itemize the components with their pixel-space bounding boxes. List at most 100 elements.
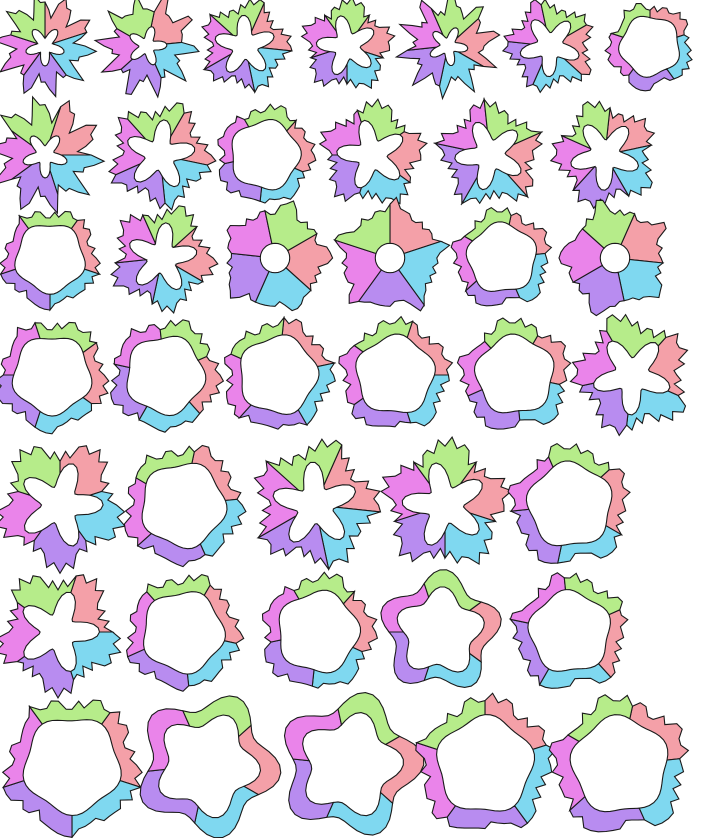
polyform-piece-cyan [406, 374, 450, 427]
polyform-piece-green [563, 572, 624, 616]
polyform-piece-green [581, 199, 636, 249]
polyform-piece-pink [599, 468, 631, 537]
polyform-piece-purple [508, 618, 550, 687]
polyform-piece-purple [110, 259, 160, 305]
polyform-piece-magenta [146, 708, 191, 772]
polyform-piece-green [265, 438, 343, 492]
polyform-piece-purple [446, 805, 529, 830]
polyform-piece-green [243, 103, 298, 132]
polyform-piece-magenta [548, 734, 586, 813]
polyform-piece-green [0, 95, 62, 147]
polyform-piece-cyan [513, 744, 557, 825]
polyform-piece-pink [238, 724, 282, 796]
ring-figure [126, 573, 245, 692]
ring-figure [508, 572, 629, 689]
polyform-piece-purple [136, 532, 206, 568]
ring-figure [338, 315, 454, 428]
ring-figure [456, 317, 572, 430]
polyform-piece-magenta [338, 344, 364, 406]
polyform-piece-green [146, 573, 211, 602]
polyform-piece-green [463, 206, 512, 242]
polyform-piece-pink [188, 355, 225, 415]
polyform-piece-purple [578, 382, 629, 437]
polyform-piece-magenta [0, 321, 41, 376]
ring-figure [110, 205, 219, 314]
polyform-piece-green [430, 0, 485, 39]
polyform-piece-magenta [509, 572, 567, 624]
polyform-piece-pink [406, 320, 454, 376]
polyform-piece-cyan [311, 646, 366, 689]
polyform-piece-cyan [34, 396, 93, 435]
ring-figure [548, 694, 690, 833]
polyform-piece-purple [218, 161, 263, 203]
polyform-piece-pink [342, 589, 379, 653]
polyform-piece-cyan [346, 51, 384, 90]
ring-figure [93, 0, 200, 99]
polyform-piece-magenta [318, 109, 362, 156]
ring-figure [394, 0, 501, 101]
ring-figure [0, 0, 98, 98]
polyform-piece-cyan [186, 640, 241, 687]
ring-figure [501, 0, 594, 94]
ring-figure [0, 210, 102, 312]
polyform-piece-cyan [556, 524, 623, 564]
polyform-piece-purple [467, 388, 521, 430]
polyform-piece-magenta [398, 0, 444, 51]
ring-figure [569, 313, 689, 437]
polyform-piece-purple [465, 279, 521, 307]
polyform-piece-cyan [665, 34, 693, 80]
ring-figure [0, 574, 122, 699]
polyform-piece-pink [203, 584, 245, 644]
polyform-piece-pink [44, 0, 91, 45]
polyform-piece-pink [100, 711, 143, 789]
polyform-piece-magenta [604, 32, 634, 77]
ring-figure [558, 199, 667, 317]
polyform-piece-green [337, 692, 401, 746]
polyform-piece-magenta [569, 329, 617, 387]
polyform-piece-green [561, 100, 611, 150]
polyform-piece-purple [387, 631, 430, 685]
polyform-piece-cyan [138, 400, 201, 433]
polyform-piece-magenta [123, 476, 153, 548]
polyform-piece-green [423, 569, 483, 612]
polyform-piece-purple [508, 508, 563, 564]
ring-figure [333, 196, 451, 312]
ring-figure [283, 692, 425, 836]
polyform-piece-cyan [161, 158, 212, 211]
polyform-piece-green [540, 0, 588, 37]
ring-figure [261, 571, 379, 689]
polyform-piece-pink [386, 131, 428, 184]
ring-figure [549, 100, 656, 210]
polyform-piece-magenta [507, 455, 554, 512]
ring-figure [604, 3, 693, 92]
polyform-piece-purple [264, 639, 315, 687]
polyform-piece-magenta [126, 591, 156, 658]
polyform-piece-pink [508, 212, 553, 256]
polyform-piece-purple [126, 648, 190, 692]
polyform-piece-pink [532, 334, 572, 385]
polyform-piece-purple [569, 795, 646, 833]
polyform-piece-purple [2, 779, 73, 838]
ring-figure [123, 444, 247, 568]
polyform-piece-green [264, 200, 318, 252]
polyform-piece-green [356, 98, 406, 142]
polyform-piece-pink [597, 609, 629, 679]
polyform-piece-purple [110, 363, 148, 422]
polyform-piece-green [17, 210, 79, 230]
polyform-piece-green [293, 571, 356, 605]
polyform-piece-green [483, 317, 539, 350]
polyform-piece-pink [191, 444, 242, 502]
polyform-piece-purple [0, 374, 41, 429]
polyform-piece-green [324, 0, 371, 35]
ring-figure [0, 445, 127, 575]
polyform-piece-pink [484, 692, 548, 751]
polyform-piece-magenta [450, 235, 478, 293]
polyform-piece-green [34, 321, 98, 354]
polyform-piece-pink [82, 341, 110, 405]
polyform-piece-pink [285, 118, 317, 173]
polyform-piece-cyan [49, 154, 106, 196]
polyform-piece-cyan [71, 779, 143, 838]
ring-figure [1, 699, 143, 838]
polyform-piece-green [353, 315, 414, 353]
